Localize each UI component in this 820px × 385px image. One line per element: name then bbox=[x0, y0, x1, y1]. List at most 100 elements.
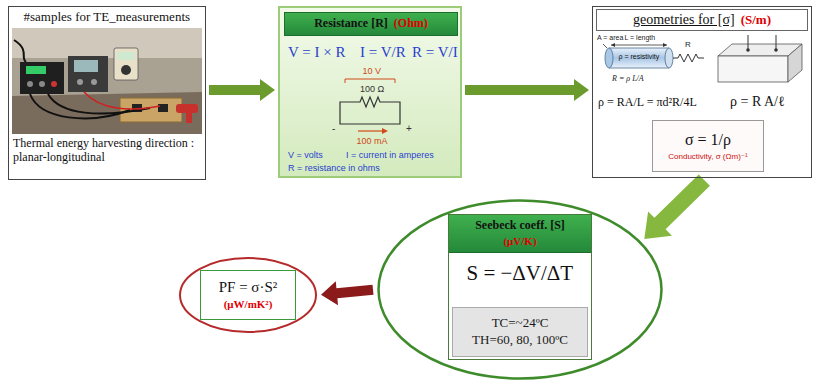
lab-photo bbox=[91, 79, 97, 85]
block-figure bbox=[718, 44, 802, 56]
power-factor-box: PF = σ·S² (μW/mK²) bbox=[200, 270, 296, 320]
figure-label: A = area bbox=[597, 34, 623, 42]
caption-text: Conductivity, σ (Ωm)⁻¹ bbox=[668, 152, 747, 161]
polarity-sign: + bbox=[406, 123, 412, 135]
seebeck-ellipse: S = −ΔV/ΔT Seebeck coeff. [S] (μV/K) TC=~24… bbox=[376, 198, 664, 381]
lab-photo bbox=[84, 92, 160, 109]
figure-label: L = length bbox=[625, 34, 656, 42]
resistance-panel: V = I × R I = V/R R = V/I 10 V 100 Ω 100 mA - +… bbox=[278, 6, 462, 178]
block-figure bbox=[718, 35, 802, 82]
block-figure bbox=[774, 48, 778, 52]
unit-text: (μW/mK²) bbox=[224, 298, 273, 311]
photo-panel: #samples for TE_measurementsThermal ener… bbox=[8, 6, 206, 180]
figure-label: R = ρ L/A bbox=[612, 74, 644, 83]
lab-photo bbox=[12, 92, 202, 134]
header-text: Seebeck coeff. [S] bbox=[475, 219, 565, 233]
cylinder-figure bbox=[611, 45, 667, 46]
formula: R = V/I bbox=[412, 44, 458, 61]
block-figure bbox=[746, 48, 750, 52]
lab-photo bbox=[20, 62, 64, 94]
formula: ρ = R A/ℓ bbox=[730, 94, 785, 110]
circuit-symbol bbox=[358, 130, 382, 131]
unit-text: (Ohm) bbox=[394, 17, 428, 31]
formula: I = V/R bbox=[360, 44, 406, 61]
caption-text: Thermal energy harvesting direction : pl… bbox=[13, 137, 201, 165]
header-text: geometries for [σ] bbox=[633, 12, 735, 28]
circuit-label: 100 Ω bbox=[360, 84, 384, 94]
figure-label: ρ = resistivity bbox=[619, 53, 660, 61]
header-band: Resistance [R] (Ohm) bbox=[284, 12, 458, 36]
lab-photo bbox=[158, 104, 168, 112]
lab-photo bbox=[14, 40, 26, 62]
temperature-text: TH=60, 80, 100ºC bbox=[472, 333, 568, 348]
lab-photo bbox=[39, 81, 45, 87]
cylinder-figure bbox=[611, 43, 615, 47]
lab-photo bbox=[117, 52, 135, 60]
panel-background bbox=[592, 6, 812, 178]
block-figure bbox=[718, 56, 788, 82]
block-figure bbox=[748, 35, 749, 50]
circuit-symbol bbox=[340, 97, 400, 124]
legend-note: R = resistance in ohms bbox=[288, 163, 380, 173]
unit-text: (S/m) bbox=[741, 13, 771, 28]
lab-photo bbox=[51, 81, 57, 87]
header-box: geometries for [σ] (S/m) bbox=[596, 9, 808, 31]
geometry-panel: A = areaL = length ρ = resistivity R R = ρ … bbox=[592, 6, 812, 178]
block-figure bbox=[776, 35, 777, 50]
flow-arrow bbox=[465, 79, 589, 101]
header-band: Seebeck coeff. [S] (μV/K) bbox=[449, 215, 591, 253]
circuit-label: 10 V bbox=[363, 66, 382, 76]
result-ellipse: PF = σ·S² (μW/mK²) bbox=[178, 256, 318, 334]
lab-photo bbox=[30, 94, 130, 118]
ellipse-outline bbox=[180, 258, 316, 332]
lab-photo bbox=[186, 111, 192, 123]
cylinder-figure bbox=[603, 44, 607, 48]
formula: ρ = RA/L = πd²R/4L bbox=[598, 96, 697, 110]
polarity-sign: - bbox=[332, 123, 335, 135]
cylinder-figure bbox=[665, 48, 673, 68]
temperature-text: TC=~24ºC bbox=[492, 316, 549, 331]
lab-photo bbox=[26, 66, 46, 74]
circuit-symbol bbox=[345, 79, 395, 83]
legend-note: I = current in amperes bbox=[346, 150, 434, 160]
cylinder-figure bbox=[605, 48, 613, 68]
lab-photo bbox=[114, 48, 138, 80]
flow-arrow bbox=[321, 281, 374, 305]
panel-heading: #samples for TE_measurements bbox=[24, 10, 191, 25]
flow-arrow bbox=[644, 174, 710, 239]
cylinder-figure bbox=[609, 68, 669, 69]
formula: σ = 1/ρ bbox=[685, 131, 731, 149]
formula-box: σ = 1/ρConductivity, σ (Ωm)⁻¹ bbox=[652, 120, 764, 172]
panel-background bbox=[8, 6, 206, 180]
cylinder-figure bbox=[663, 43, 667, 47]
cylinder-figure bbox=[609, 48, 669, 49]
formula: PF = σ·S² bbox=[219, 279, 278, 296]
temperature-box: TC=~24ºC TH=60, 80, 100ºC bbox=[452, 307, 588, 357]
lab-photo bbox=[77, 79, 83, 85]
panel-background bbox=[278, 6, 462, 178]
figure-label: R bbox=[685, 40, 691, 49]
panel-background bbox=[8, 6, 812, 180]
formula: S = −ΔV/ΔT bbox=[467, 261, 574, 285]
flow-arrow bbox=[209, 79, 275, 101]
lab-photo bbox=[12, 28, 202, 58]
lab-photo bbox=[121, 65, 131, 75]
lab-photo bbox=[12, 28, 202, 134]
lab-photo bbox=[12, 28, 202, 134]
circuit-label: 100 mA bbox=[357, 136, 388, 146]
cylinder-figure bbox=[609, 48, 669, 68]
header-text: Resistance [R] bbox=[314, 17, 388, 31]
cylinder-figure bbox=[673, 54, 704, 62]
formula: V = I × R bbox=[288, 44, 345, 61]
legend-note: V = volts bbox=[288, 150, 323, 160]
circuit-symbol bbox=[382, 128, 388, 134]
circuit-symbol bbox=[340, 79, 400, 134]
seebeck-box: S = −ΔV/ΔT Seebeck coeff. [S] (μV/K) TC=~24… bbox=[448, 214, 592, 360]
lab-photo bbox=[27, 81, 33, 87]
unit-text: (μV/K) bbox=[503, 235, 536, 248]
lab-photo bbox=[68, 56, 108, 92]
block-figure bbox=[788, 44, 802, 82]
ellipse-outline bbox=[379, 201, 662, 379]
lab-photo bbox=[74, 60, 98, 72]
